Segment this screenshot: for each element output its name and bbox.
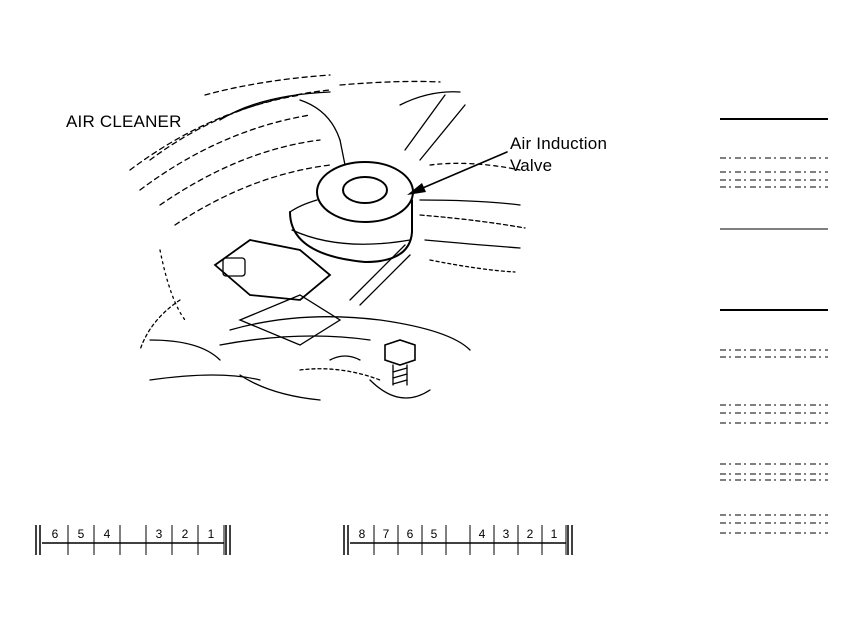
index-cell: 4 bbox=[104, 525, 121, 555]
leader-arrow bbox=[407, 151, 508, 195]
index-cell: 5 bbox=[431, 525, 447, 555]
index-cell-number: 6 bbox=[52, 527, 59, 541]
index-cell-number: 1 bbox=[208, 527, 215, 541]
index-cell-number: 7 bbox=[383, 527, 390, 541]
index-cell-number: 6 bbox=[407, 527, 414, 541]
index-cell: 6 bbox=[407, 525, 423, 555]
index-cell-number: 4 bbox=[104, 527, 111, 541]
index-cell: 1 bbox=[551, 525, 567, 555]
index-cell: 2 bbox=[527, 525, 543, 555]
index-cell-number: 5 bbox=[78, 527, 85, 541]
index-cell: 8 bbox=[359, 525, 375, 555]
air-cleaner-housing bbox=[129, 74, 441, 226]
index-cell-number: 3 bbox=[156, 527, 163, 541]
index-cell-number: 2 bbox=[182, 527, 189, 541]
air-induction-valve-label-line2: Valve bbox=[510, 156, 553, 175]
index-cell-number: 5 bbox=[431, 527, 438, 541]
index-cell: 4 bbox=[479, 525, 495, 555]
index-strip-left: 6 5 4 3 2 1 bbox=[35, 525, 231, 555]
index-cell: 3 bbox=[156, 525, 173, 555]
index-cell-number: 8 bbox=[359, 527, 366, 541]
index-cell-number: 4 bbox=[479, 527, 486, 541]
air-induction-valve bbox=[289, 161, 414, 264]
index-cell: 2 bbox=[182, 525, 199, 555]
index-cell: 1 bbox=[208, 525, 225, 555]
adjacent-page-margin bbox=[720, 118, 828, 534]
air-cleaner-label: AIR CLEANER bbox=[66, 112, 182, 131]
index-cell-number: 3 bbox=[503, 527, 510, 541]
index-cell: 3 bbox=[503, 525, 519, 555]
index-cell: 7 bbox=[383, 525, 399, 555]
index-strip-right: 8 7 6 5 4 3 2 1 bbox=[343, 525, 573, 555]
air-induction-valve-label: Air Induction bbox=[510, 134, 608, 153]
index-cell-number: 2 bbox=[527, 527, 534, 541]
index-cell: 5 bbox=[78, 525, 95, 555]
index-cell: 6 bbox=[52, 525, 69, 555]
index-cell-number: 1 bbox=[551, 527, 558, 541]
